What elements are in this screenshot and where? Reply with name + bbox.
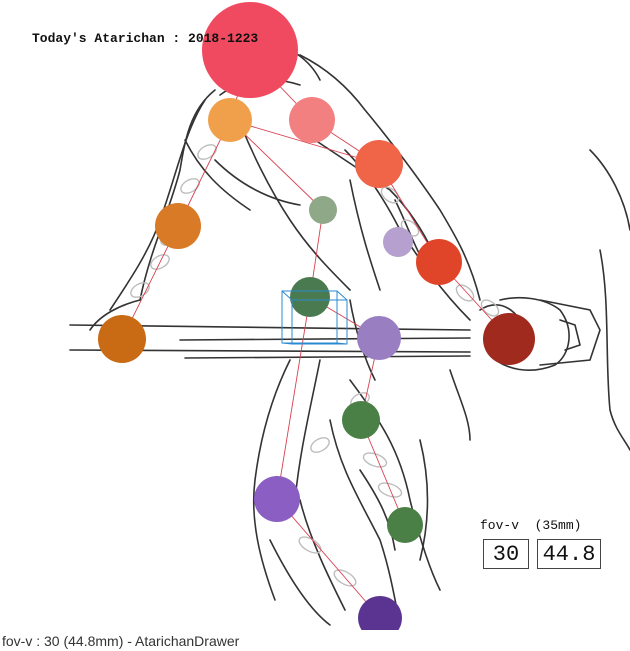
drawing-canvas[interactable] (0, 0, 630, 630)
joint-right-upper-arm[interactable] (355, 140, 403, 188)
joint-chest[interactable] (383, 227, 413, 257)
fov-labels: fov-v (35mm) (480, 518, 581, 533)
page-title: Today's Atarichan : 2018-1223 (32, 31, 259, 46)
joint-left-elbow[interactable] (155, 203, 201, 249)
joint-right-shoulder[interactable] (289, 97, 335, 143)
joint-right-thigh[interactable] (342, 401, 380, 439)
joint-left-hand[interactable] (98, 315, 146, 363)
status-bar: fov-v : 30 (44.8mm) - AtarichanDrawer (0, 631, 630, 651)
joint-neck[interactable] (309, 196, 337, 224)
joint-left-knee[interactable] (254, 476, 300, 522)
joint-head[interactable] (202, 2, 298, 98)
joint-right-knee[interactable] (387, 507, 423, 543)
joint-hips[interactable] (290, 277, 330, 317)
joints[interactable] (98, 2, 535, 630)
camera-box-gizmo[interactable] (281, 290, 348, 345)
joint-rings (130, 144, 500, 587)
joint-foot[interactable] (358, 596, 402, 630)
joint-left-shoulder[interactable] (208, 98, 252, 142)
fov-value-box[interactable]: 30 (483, 539, 529, 569)
mm-label: (35mm) (534, 518, 582, 533)
fov-label: fov-v (480, 518, 520, 533)
joint-right-hand[interactable] (483, 313, 535, 365)
figure-sketch (69, 39, 630, 626)
focal-length-box[interactable]: 44.8 (537, 539, 601, 569)
joint-right-elbow[interactable] (416, 239, 462, 285)
joint-right-hip[interactable] (357, 316, 401, 360)
